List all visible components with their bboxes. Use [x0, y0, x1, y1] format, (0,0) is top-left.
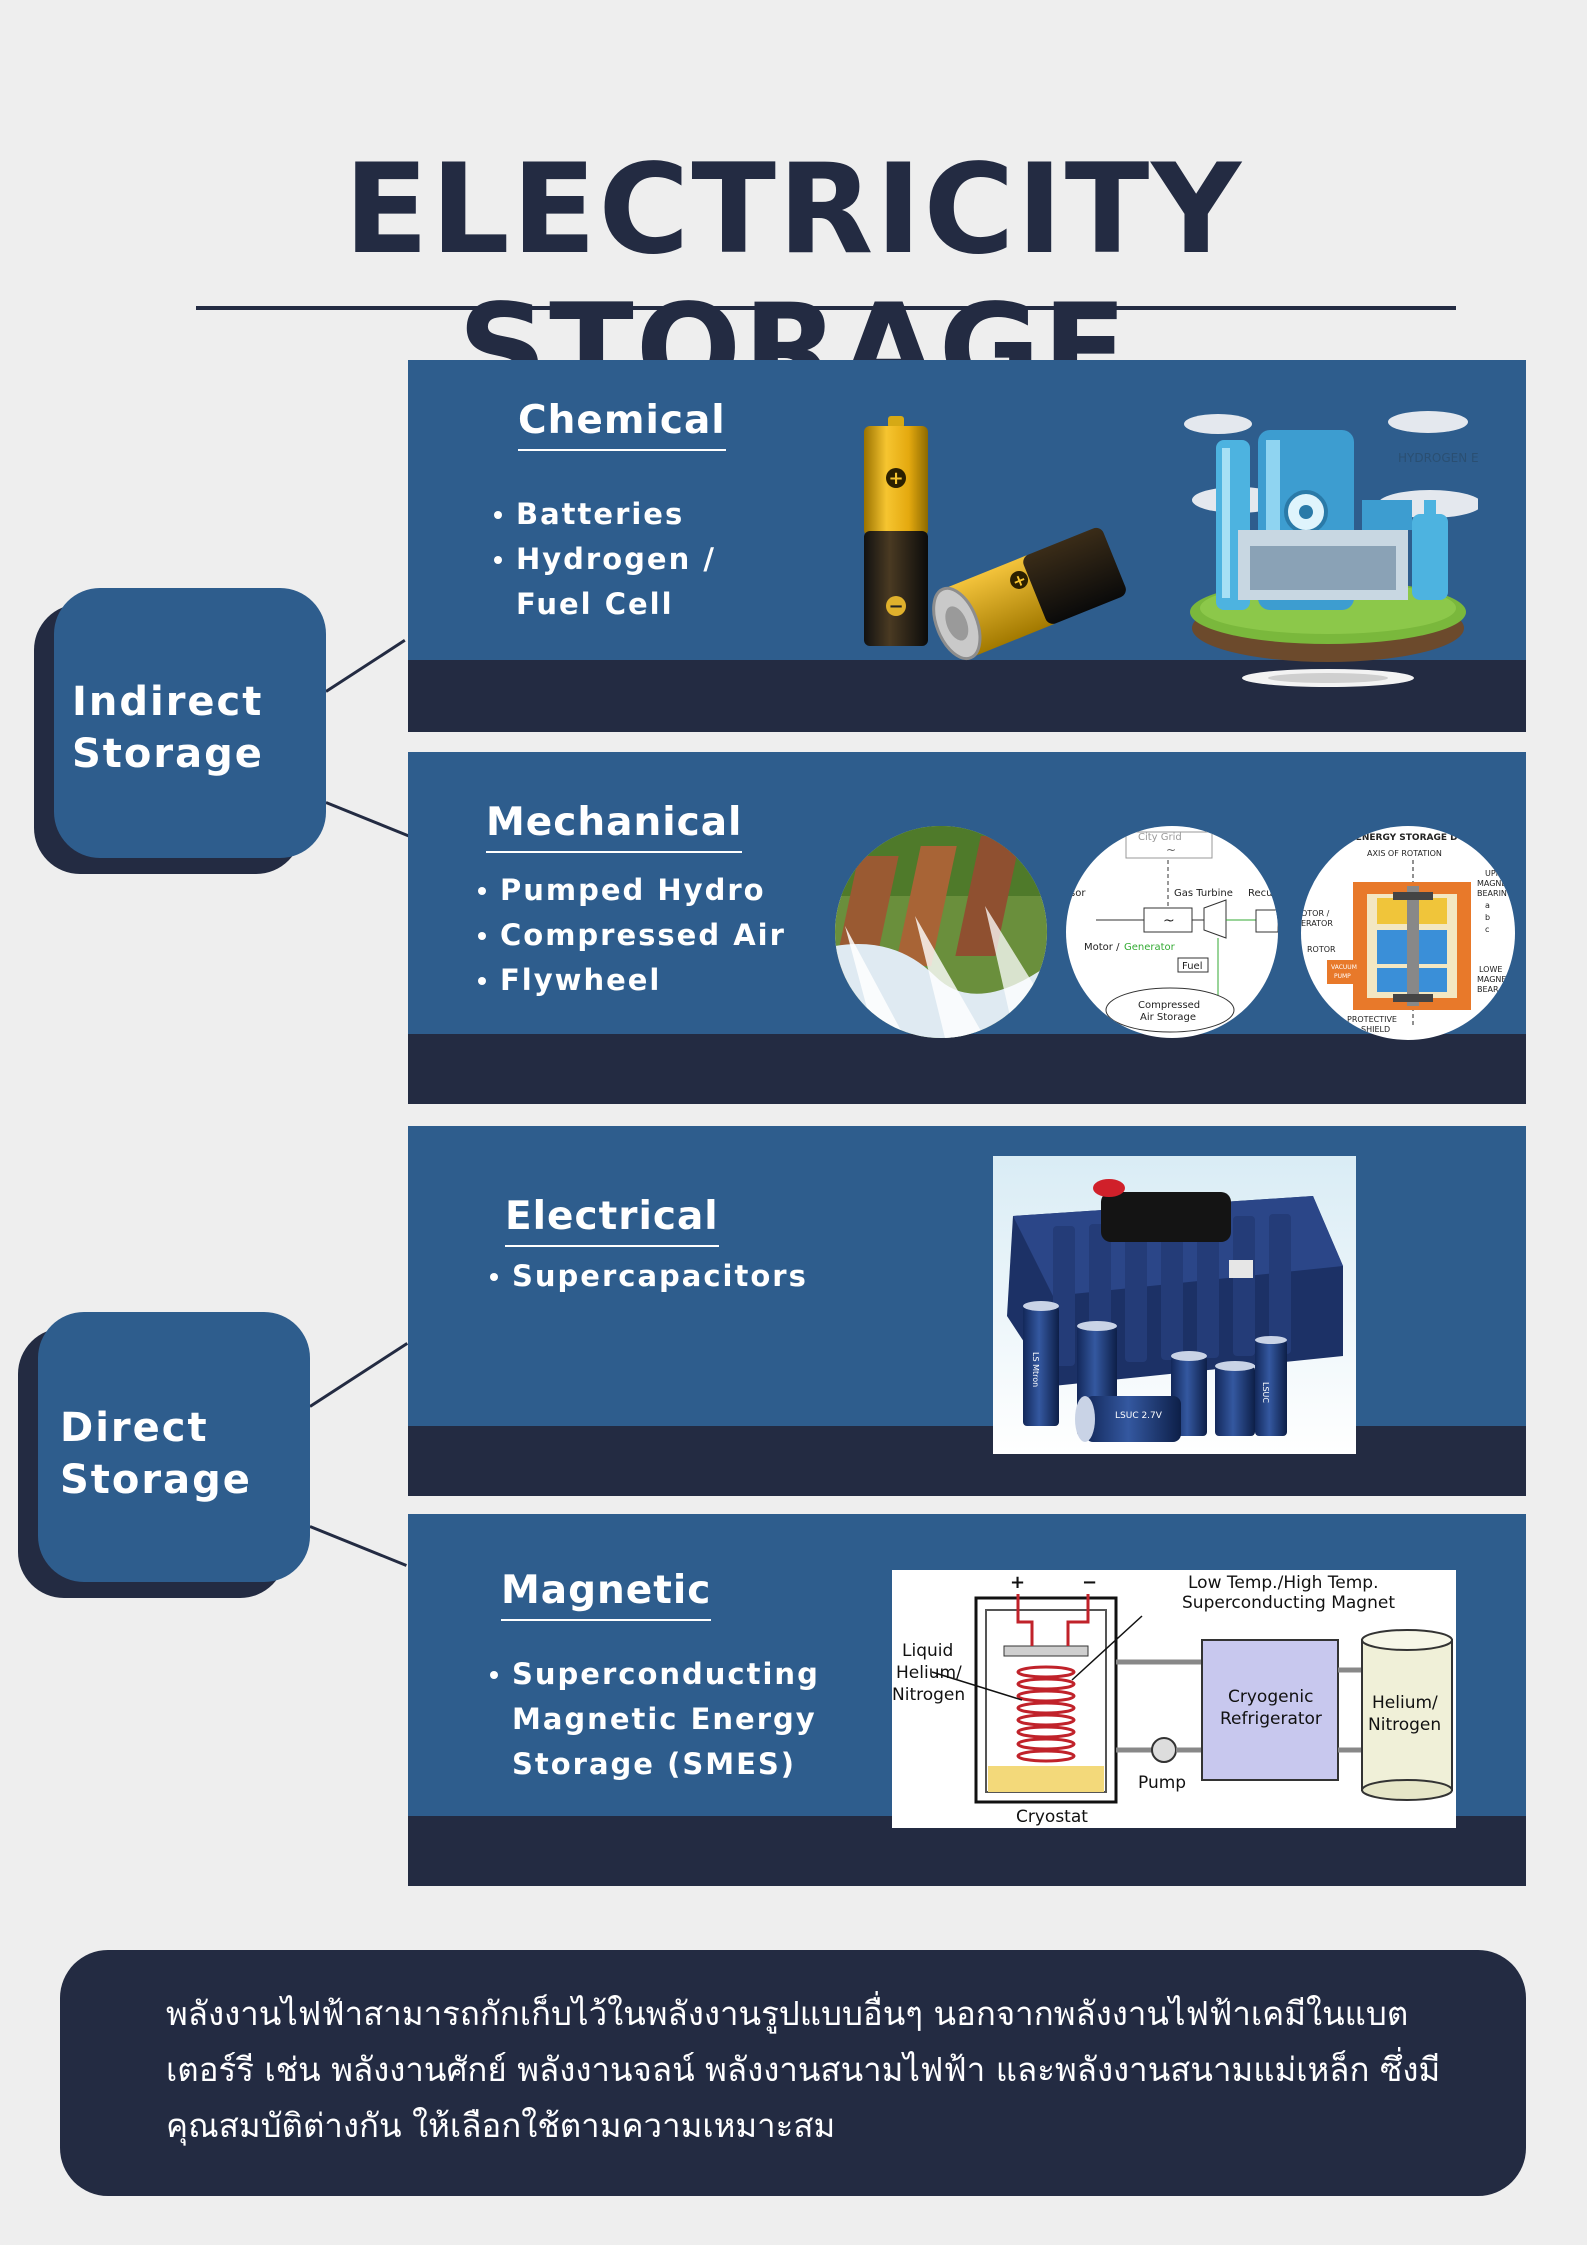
fuel-label: Fuel: [1182, 961, 1202, 972]
svg-text:~: ~: [1163, 913, 1175, 929]
indirect-storage-line2: Storage: [72, 731, 264, 777]
shield-label-1: PROTECTIVE: [1347, 1015, 1397, 1024]
capacitor-brand-label-2: LSUC: [1261, 1382, 1270, 1403]
pump-label: Pump: [1138, 1773, 1186, 1793]
cryostat-label: Cryostat: [1016, 1807, 1088, 1827]
recuperator-label: Recu: [1248, 888, 1273, 899]
chemical-panel: Chemical Batteries Hydrogen / Fuel Cell …: [408, 360, 1526, 732]
direct-storage-label: Direct Storage: [60, 1402, 252, 1506]
chemical-bullet-hydrogen: Hydrogen /: [490, 537, 716, 582]
direct-storage-box: [38, 1312, 310, 1582]
upper-bearing-label-3: BEARIN: [1477, 889, 1507, 898]
lower-bearing-label-1: LOWE: [1479, 965, 1502, 974]
motor-rotor-label-1: OTOR /: [1301, 909, 1330, 918]
rotor-label: ROTOR: [1307, 945, 1336, 954]
compressor-label: sor: [1070, 888, 1086, 899]
magnetic-heading: Magnetic: [501, 1568, 712, 1621]
upper-bearing-label-1: UPP: [1485, 869, 1501, 878]
axis-label: AXIS OF ROTATION: [1367, 849, 1442, 858]
indirect-storage-line1: Indirect: [72, 679, 264, 725]
electrical-bullets: Supercapacitors: [486, 1254, 808, 1299]
summary-text: พลังงานไฟฟ้าสามารถกักเก็บไว้ในพลังงานรูป…: [166, 1994, 1441, 2145]
liquid-label-2: Helium/: [896, 1663, 962, 1683]
capacitor-label: LSUC 2.7V: [1115, 1411, 1163, 1421]
flywheel-title: HEEL ENERGY STORAGE D: [1327, 833, 1458, 843]
motor-rotor-label-2: ERATOR: [1301, 919, 1333, 928]
magnetic-bullets: Superconducting Magnetic Energy Storage …: [486, 1652, 820, 1787]
summary-box: [60, 1950, 1526, 2196]
refrigerator-label-1: Cryogenic: [1228, 1687, 1313, 1707]
compressed-air-diagram: City Grid ~ ~ sor Gas Turbine Recu Motor…: [1066, 826, 1278, 1038]
vacuum-label-2: PUMP: [1334, 973, 1351, 980]
magnet-label-2: Superconducting Magnet: [1182, 1593, 1395, 1613]
svg-text:+: +: [888, 468, 903, 489]
indirect-storage-label: Indirect Storage: [72, 676, 264, 780]
pumped-hydro-image: [835, 826, 1047, 1038]
air-storage-label-2: Air Storage: [1140, 1012, 1196, 1023]
mechanical-bullet-compressed-air: Compressed Air: [474, 913, 786, 958]
chemical-heading: Chemical: [518, 398, 726, 451]
refrigerator-label-2: Refrigerator: [1220, 1709, 1322, 1729]
air-storage-label-1: Compressed: [1138, 1000, 1200, 1011]
electrical-bullet-supercapacitors: Supercapacitors: [486, 1254, 808, 1299]
label-c: c: [1485, 925, 1489, 934]
tank-label-2: Nitrogen: [1368, 1715, 1441, 1735]
electrical-panel-band: [408, 1426, 1526, 1496]
generator-label: Generator: [1124, 942, 1176, 953]
smes-diagram: Low Temp./High Temp. Superconducting Mag…: [892, 1570, 1456, 1828]
direct-storage-line1: Direct: [60, 1405, 209, 1451]
indirect-storage-box: [54, 588, 326, 858]
supercapacitors-image: LSUC 2.7V LS Mtron LSUC: [993, 1156, 1356, 1454]
chemical-bullets: Batteries Hydrogen / Fuel Cell: [490, 492, 716, 627]
vacuum-label-1: VACUUM: [1331, 964, 1357, 971]
shield-label-2: SHIELD: [1361, 1025, 1390, 1034]
title-divider: [196, 306, 1456, 310]
connector-indirect-mechanical: [325, 801, 411, 838]
label-a: a: [1485, 901, 1490, 910]
connector-direct-magnetic: [309, 1525, 407, 1567]
tank-label-1: Helium/: [1372, 1693, 1438, 1713]
magnetic-bullet-line2: Magnetic Energy: [512, 1702, 817, 1736]
magnetic-bullet-line3: Storage (SMES): [512, 1747, 797, 1781]
upper-bearing-label-2: MAGNE: [1477, 879, 1506, 888]
capacitor-brand-label: LS Mtron: [1031, 1352, 1040, 1387]
connector-indirect-chemical: [325, 639, 406, 693]
mechanical-bullet-pumped-hydro: Pumped Hydro: [474, 868, 786, 913]
mechanical-bullet-flywheel: Flywheel: [474, 958, 786, 1003]
mechanical-panel-band: [408, 1034, 1526, 1104]
magnetic-panel: Magnetic Superconducting Magnetic Energy…: [408, 1514, 1526, 1886]
label-b: b: [1485, 913, 1490, 922]
chemical-bullet-batteries: Batteries: [490, 492, 716, 537]
svg-text:−: −: [888, 596, 903, 617]
page-title: ELECTRICITY STORAGE: [343, 138, 1244, 422]
gas-turbine-label: Gas Turbine: [1174, 888, 1233, 899]
electrical-panel: Electrical Supercapacitors: [408, 1126, 1526, 1496]
direct-storage-line2: Storage: [60, 1457, 252, 1503]
connector-direct-electrical: [309, 1342, 409, 1408]
mechanical-heading: Mechanical: [486, 800, 743, 853]
hydrogen-energy-text: HYDROGEN ENERGY: [1398, 451, 1478, 465]
hydrogen-plant-image: HYDROGEN ENERGY: [1184, 411, 1478, 687]
magnetic-bullet-superconducting: Superconducting: [486, 1652, 820, 1697]
lower-bearing-label-2: MAGNE: [1477, 975, 1506, 984]
magnet-label-1: Low Temp./High Temp.: [1188, 1573, 1379, 1593]
mechanical-panel: Mechanical Pumped Hydro Compressed Air F…: [408, 752, 1526, 1104]
minus-terminal: −: [1082, 1572, 1097, 1593]
svg-text:~: ~: [1166, 843, 1176, 857]
motor-label: Motor /: [1084, 942, 1120, 953]
electrical-heading: Electrical: [505, 1194, 719, 1247]
liquid-label-1: Liquid: [902, 1641, 953, 1661]
liquid-label-3: Nitrogen: [892, 1685, 965, 1705]
chemical-bullet-fuel-cell: Fuel Cell: [516, 587, 674, 621]
svg-text:+: +: [1009, 569, 1029, 592]
flywheel-diagram: HEEL ENERGY STORAGE D AXIS OF ROTATION V…: [1301, 826, 1515, 1040]
lower-bearing-label-3: BEAR: [1477, 985, 1499, 994]
mechanical-bullets: Pumped Hydro Compressed Air Flywheel: [474, 868, 786, 1003]
city-grid-label: City Grid: [1138, 832, 1182, 843]
batteries-image: + − +: [864, 416, 1126, 661]
plus-terminal: +: [1010, 1572, 1025, 1593]
